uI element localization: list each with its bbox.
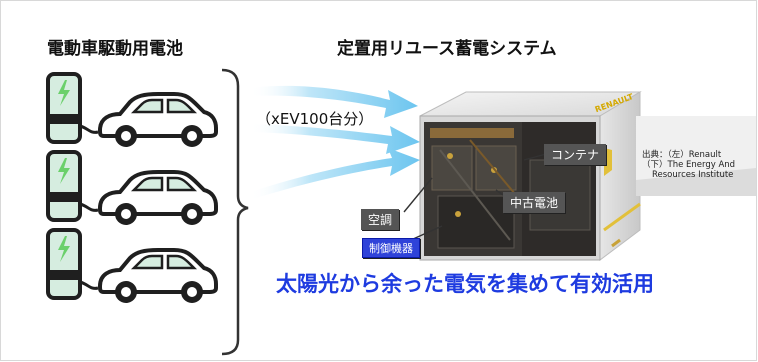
grouping-brace	[221, 68, 249, 356]
charger-icon	[46, 72, 82, 144]
ev-unit-3	[46, 228, 218, 303]
ev-battery-title: 電動車駆動用電池	[47, 39, 183, 59]
source-line-3: Resources Institute	[652, 170, 734, 180]
storage-system-title: 定置用リユース蓄電システム	[337, 39, 557, 59]
source-citation: 出典：（左）Renault （下）The Energy And Resource…	[642, 150, 735, 180]
ev-unit-2	[46, 150, 218, 225]
car-icon	[97, 248, 218, 303]
ev-unit-1	[46, 72, 218, 147]
air-conditioning-callout: 空調	[361, 209, 400, 230]
source-line-2: （下）The Energy And	[642, 160, 736, 170]
car-icon	[97, 170, 218, 225]
source-line-1: 出典：（左）Renault	[642, 150, 722, 160]
ev-count-label: （xEV100台分）	[256, 110, 374, 128]
slogan-text: 太陽光から余った電気を集めて有効活用	[276, 272, 654, 296]
used-battery-callout: 中古電池	[503, 192, 566, 213]
charger-icon	[46, 228, 82, 300]
lightning-bolt-icon	[58, 158, 70, 184]
source-inset	[636, 116, 756, 196]
flow-arrows	[250, 85, 420, 200]
control-equipment-callout: 制御機器	[362, 238, 420, 258]
car-icon	[97, 92, 218, 147]
charger-icon	[46, 150, 82, 222]
lightning-bolt-icon	[58, 236, 70, 262]
container-callout: コンテナ	[544, 144, 607, 165]
lightning-bolt-icon	[58, 80, 70, 106]
reuse-storage-container	[419, 91, 642, 261]
